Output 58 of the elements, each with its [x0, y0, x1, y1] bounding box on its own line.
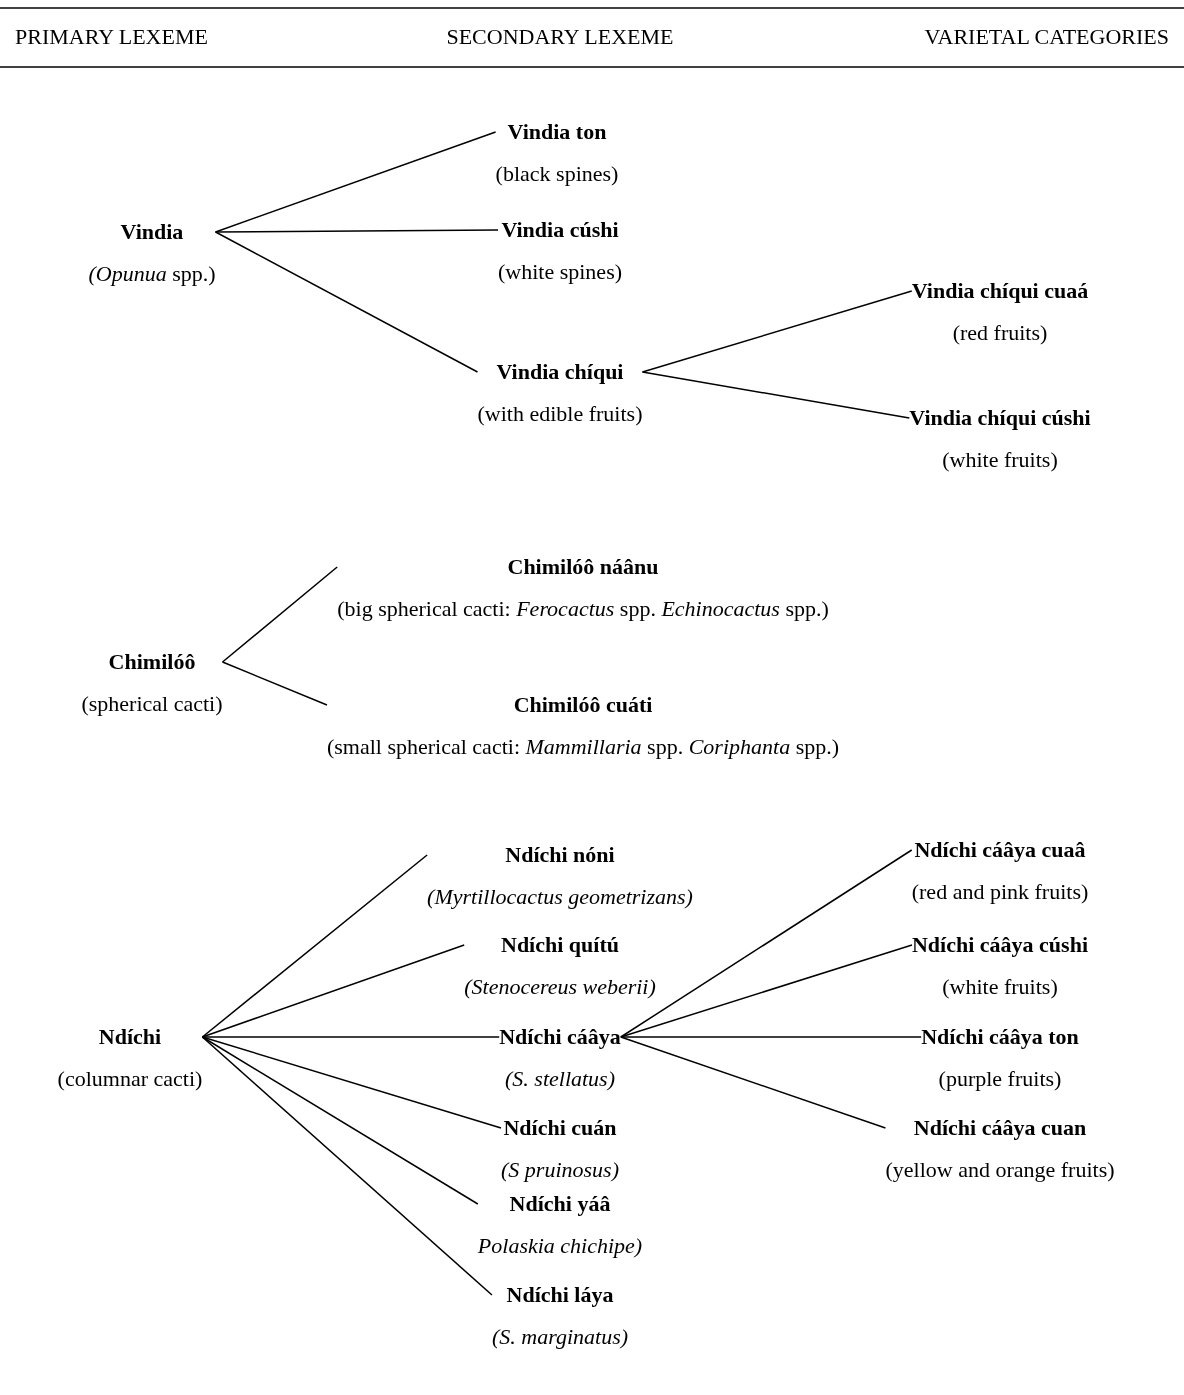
folk-name: Vindia ton	[506, 118, 608, 146]
folk-name: Chimilóô náânu	[506, 553, 660, 581]
branch-line	[641, 371, 911, 419]
branch-line	[620, 944, 913, 1038]
folk-name: Ndíchi quítú	[500, 931, 620, 959]
gloss: Polaskia chichipe)	[477, 1232, 643, 1260]
folk-name: Chimilóô cuáti	[512, 691, 654, 719]
folk-name: Ndíchi cáâya	[499, 1023, 621, 1051]
branch-line	[201, 944, 465, 1038]
folk-name: Ndíchi cáâya cuan	[912, 1114, 1088, 1142]
gloss: (S pruinosus)	[501, 1156, 619, 1184]
branch-line	[214, 131, 497, 233]
gloss: (Opunua spp.)	[88, 260, 216, 288]
gloss: (small spherical cacti: Mammillaria spp. Coriphanta spp.)	[326, 733, 840, 761]
gloss: (purple fruits)	[937, 1065, 1063, 1093]
branch-line	[221, 661, 328, 706]
column-heading: PRIMARY LEXEME	[15, 23, 208, 51]
folk-name: Ndíchi cáâya ton	[921, 1023, 1079, 1051]
branch-line	[620, 1036, 922, 1038]
branch-line	[201, 854, 428, 1038]
folk-name: Vindia chíqui cuaá	[911, 277, 1089, 305]
folk-name: Vindia chíqui cúshi	[909, 404, 1091, 432]
gloss: (S. marginatus)	[491, 1323, 629, 1351]
folk-name: Ndíchi cuán	[502, 1114, 618, 1142]
gloss: (red and pink fruits)	[911, 878, 1089, 906]
folk-name: Ndíchi nóni	[504, 841, 616, 869]
gloss: (yellow and orange fruits)	[885, 1156, 1115, 1184]
gloss: (Myrtillocactus geometrizans)	[427, 883, 693, 911]
folk-name: Ndíchi láya	[505, 1281, 615, 1309]
folk-name: Vindia cúshi	[500, 216, 620, 244]
gloss: (black spines)	[495, 160, 619, 188]
column-heading: SECONDARY LEXEME	[446, 23, 674, 51]
gloss: (big spherical cacti: Ferocactus spp. Echinocactus spp.)	[337, 595, 829, 623]
gloss: (white spines)	[498, 258, 622, 286]
branch-line	[201, 1036, 493, 1296]
gloss: (S. stellatus)	[504, 1065, 616, 1093]
gloss: (white fruits)	[941, 973, 1059, 1001]
branch-line	[620, 1036, 887, 1129]
branch-line	[221, 566, 338, 663]
folk-name: Ndíchi cáâya cuaâ	[913, 836, 1087, 864]
branch-line	[641, 290, 913, 373]
gloss: (columnar cacti)	[57, 1065, 203, 1093]
folk-name: Ndíchi	[97, 1023, 163, 1051]
gloss: (white fruits)	[941, 446, 1059, 474]
folk-name: Chimilóô	[107, 648, 197, 676]
branch-line	[201, 1036, 479, 1205]
gloss: (spherical cacti)	[81, 690, 223, 718]
gloss: (red fruits)	[951, 319, 1049, 347]
folk-name: Vindia	[119, 218, 185, 246]
folk-name: Vindia chíqui	[495, 358, 625, 386]
gloss: (Stenocereus weberii)	[464, 973, 656, 1001]
folk-name: Ndíchi cáâya cúshi	[912, 931, 1088, 959]
column-heading: VARIETAL CATEGORIES	[924, 23, 1169, 51]
branch-line	[620, 849, 913, 1038]
folk-name: Ndíchi yáâ	[508, 1190, 612, 1218]
branch-line	[214, 229, 499, 233]
branch-line	[214, 231, 479, 373]
gloss: (with edible fruits)	[477, 400, 643, 428]
